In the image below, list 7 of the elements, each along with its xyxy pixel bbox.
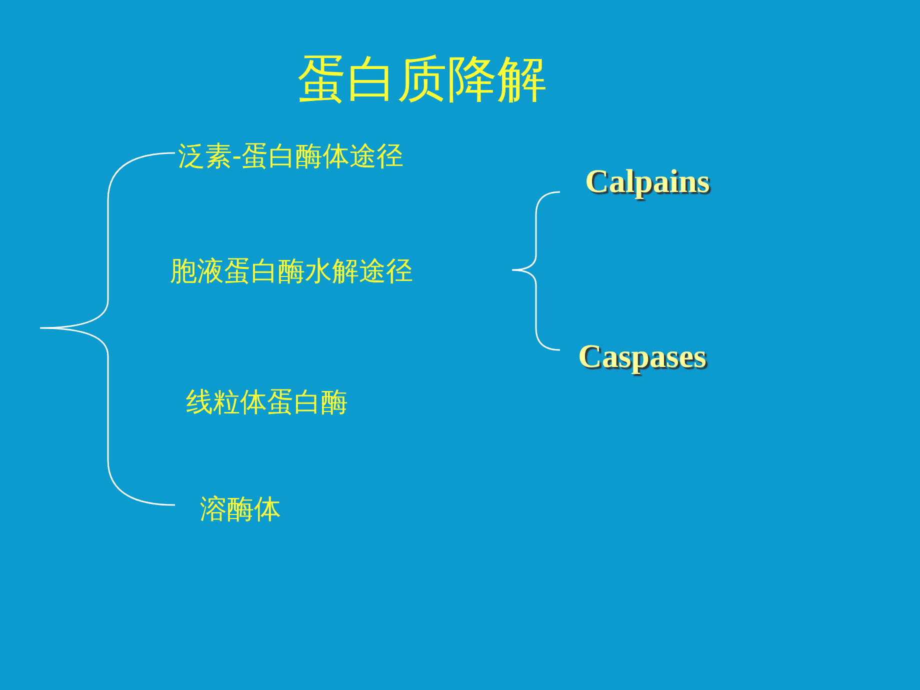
pathway-label: 泛素-蛋白酶体途径 <box>178 143 404 170</box>
enzyme-label: Caspases <box>578 341 706 374</box>
pathway-label: 溶酶体 <box>200 496 281 523</box>
title: 蛋白质降解 <box>297 54 547 104</box>
pathway-label: 胞液蛋白酶水解途径 <box>170 258 413 285</box>
pathway-label: 线粒体蛋白酶 <box>186 389 348 416</box>
enzyme-label: Calpains <box>585 166 710 199</box>
